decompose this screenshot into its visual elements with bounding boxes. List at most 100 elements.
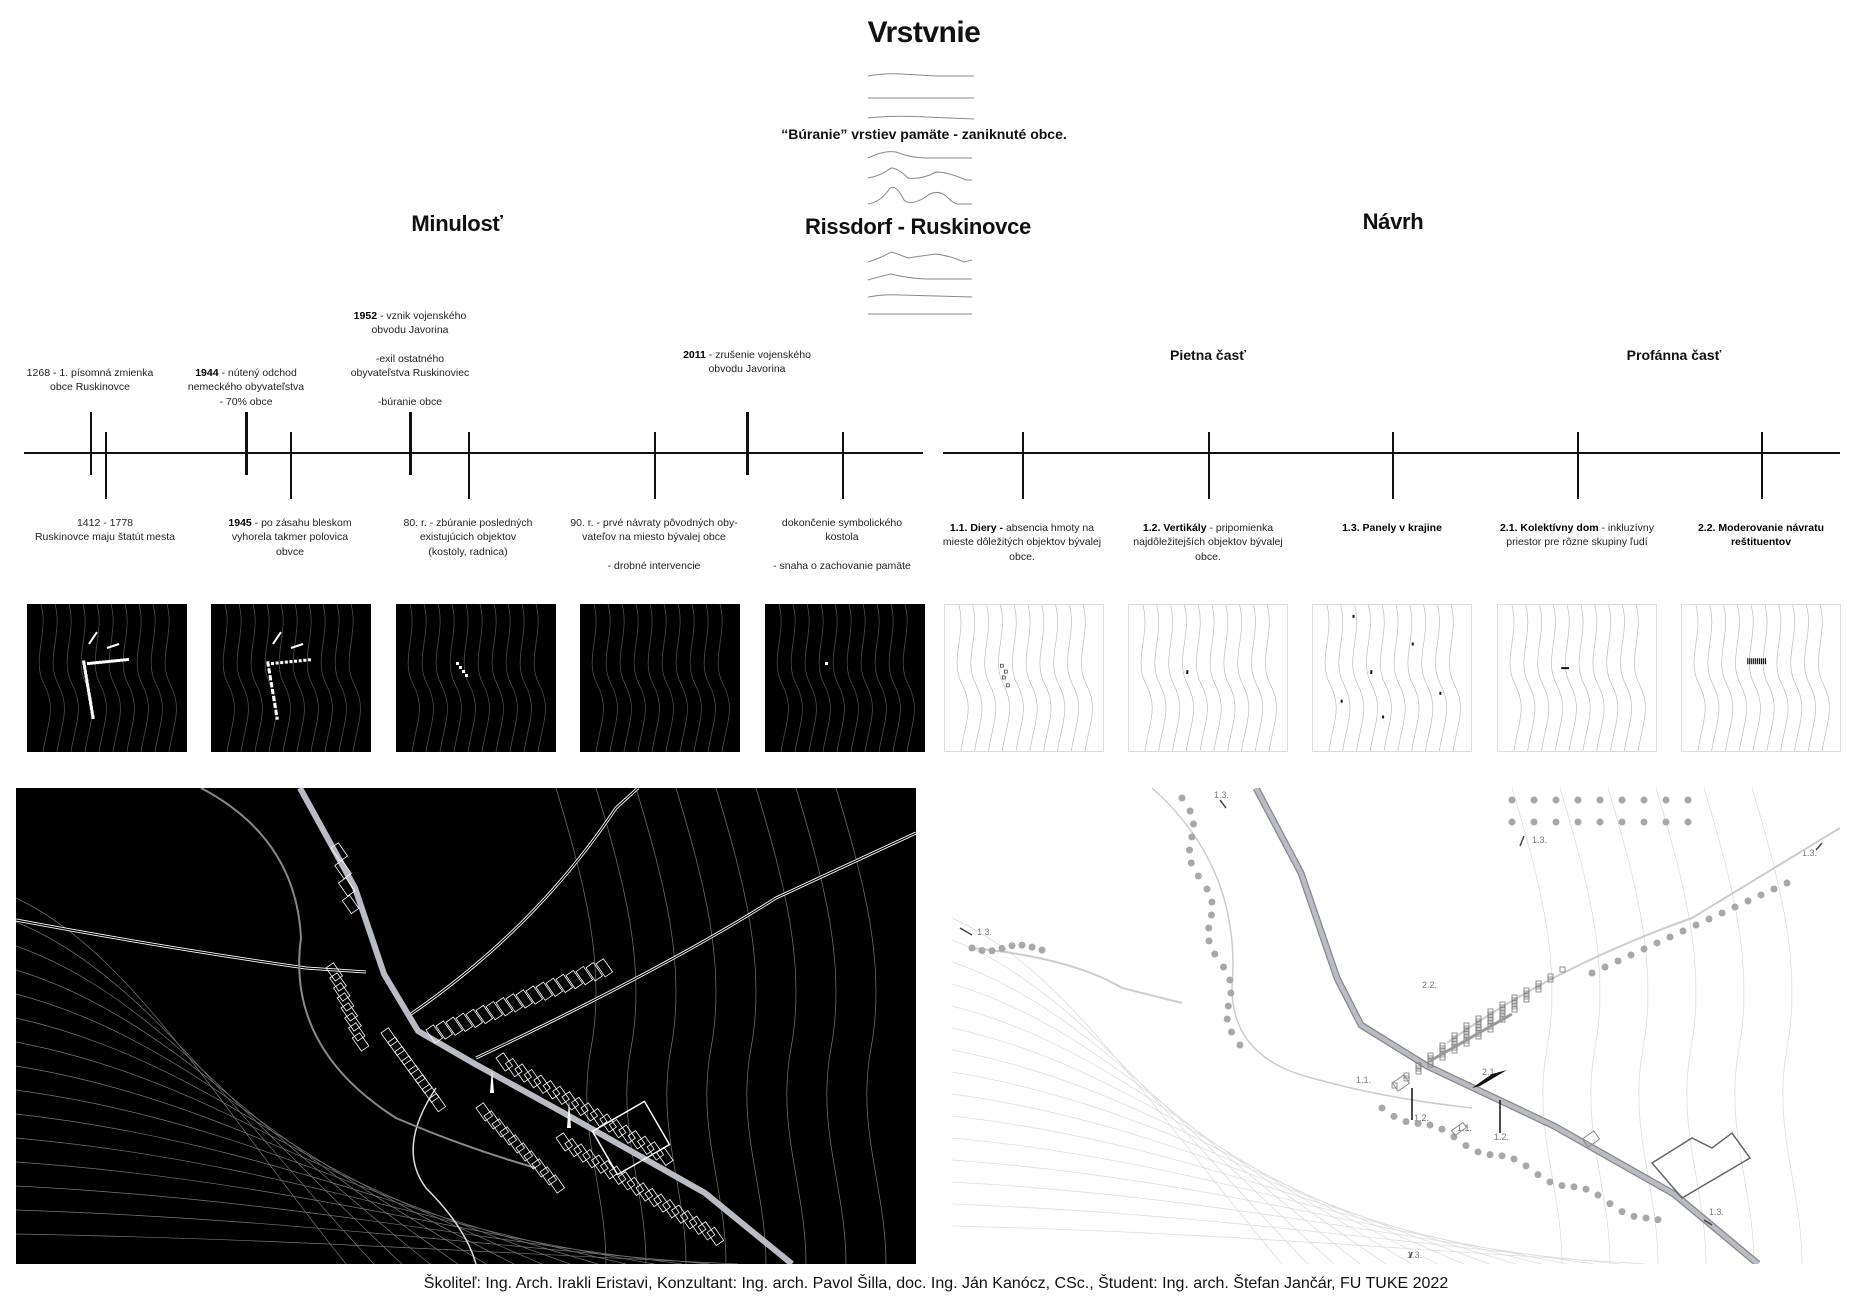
house — [336, 992, 355, 1012]
contour-line — [1620, 605, 1633, 751]
contour-line — [835, 788, 887, 1264]
contour-line — [1025, 605, 1038, 751]
house — [475, 1102, 494, 1122]
contour-line — [16, 1041, 515, 1264]
cemetery — [591, 1100, 671, 1176]
building-mark — [84, 675, 88, 679]
house — [635, 1182, 654, 1202]
contour-line — [136, 604, 149, 752]
contour-line — [164, 604, 177, 752]
side-road — [1446, 827, 1840, 1044]
tree — [1189, 820, 1197, 828]
restitution-house — [1547, 976, 1554, 983]
building-mark — [90, 661, 93, 665]
restitution-house — [1415, 1065, 1422, 1072]
label-1-2: 1.2. — [1414, 1113, 1429, 1123]
contour-line — [16, 1185, 683, 1264]
contour-line — [16, 1233, 739, 1264]
contour-line — [505, 604, 518, 752]
tree — [1227, 989, 1235, 997]
design-site-plan: 1.3. 1.3. 1.3. 1.3. 1.3. 1.3. 2.2. 2.1. … — [952, 788, 1840, 1264]
contour-line — [16, 921, 375, 1264]
contour-line — [1421, 605, 1434, 751]
house — [407, 1064, 426, 1085]
house — [421, 1083, 440, 1103]
house — [351, 1032, 370, 1052]
contour-line — [1352, 605, 1365, 751]
house — [344, 1012, 362, 1032]
building-mark — [266, 661, 270, 665]
tree — [1596, 796, 1604, 804]
tree — [1618, 1208, 1626, 1216]
side-road — [971, 947, 1183, 1004]
restitution-house-mark — [1749, 658, 1751, 665]
building-mark — [87, 662, 90, 665]
house — [575, 965, 594, 986]
contour-line — [150, 604, 163, 752]
main-road — [297, 788, 794, 1264]
thumbnail-collective-house — [1497, 604, 1657, 752]
building-mark — [266, 663, 270, 667]
contour-line — [1154, 605, 1167, 751]
tree — [1640, 818, 1648, 826]
restitution-house — [1523, 993, 1530, 1000]
restitution-house — [1475, 1021, 1482, 1028]
contour-line — [1606, 605, 1619, 751]
restitution-house — [1499, 1004, 1506, 1011]
contour-line — [16, 897, 347, 1264]
panel-mark — [1411, 642, 1414, 646]
restitution-house — [1463, 1022, 1470, 1029]
house — [445, 1016, 464, 1036]
restitution-house-mark — [1761, 658, 1763, 665]
house — [495, 997, 514, 1017]
building-mark — [93, 661, 96, 665]
house — [555, 973, 574, 994]
building-mark — [270, 684, 274, 688]
tree — [1414, 1120, 1422, 1128]
building-mark — [272, 698, 276, 702]
hole-marker — [1581, 1130, 1601, 1148]
building-mark — [120, 658, 123, 662]
restitution-house — [1415, 1062, 1422, 1069]
contour-line — [1634, 605, 1646, 751]
restitution-house — [1487, 1008, 1494, 1015]
label-1-3: 1.3. — [1214, 790, 1229, 800]
tree — [1207, 911, 1215, 919]
building-mark — [87, 689, 90, 692]
contour-line — [16, 969, 431, 1264]
contour-line — [52, 604, 65, 752]
restitution-house — [1511, 1000, 1518, 1007]
timeline-tick — [746, 412, 749, 475]
contour-line — [1790, 605, 1803, 751]
contour-line — [984, 605, 997, 751]
vertical-mark — [1370, 670, 1373, 675]
tree — [1008, 942, 1016, 950]
building-mark — [269, 677, 273, 681]
tree — [998, 944, 1006, 952]
tree — [1378, 1104, 1386, 1112]
contour-line — [1751, 788, 1803, 1264]
house — [485, 1000, 504, 1021]
house — [495, 1052, 514, 1072]
contour-line — [94, 604, 107, 752]
tree — [1594, 1191, 1602, 1199]
building-mark — [275, 661, 279, 665]
house — [504, 1057, 523, 1078]
house — [380, 1027, 399, 1047]
contour-line — [1011, 605, 1024, 751]
tree — [968, 944, 976, 952]
house — [542, 1080, 561, 1100]
thumbnail-1268 — [27, 604, 187, 752]
contour-waves-top — [867, 73, 975, 120]
contour-line — [952, 1027, 1413, 1264]
tree — [1534, 1171, 1542, 1179]
timeline-tick — [245, 412, 248, 475]
contour-line — [122, 604, 135, 752]
contour-line — [1511, 788, 1563, 1264]
tree — [1679, 927, 1687, 935]
restitution-house — [1463, 1025, 1470, 1032]
restitution-house — [1523, 987, 1530, 994]
vertical-mark — [1186, 670, 1189, 675]
contour-line — [888, 604, 901, 752]
house — [670, 1204, 689, 1224]
